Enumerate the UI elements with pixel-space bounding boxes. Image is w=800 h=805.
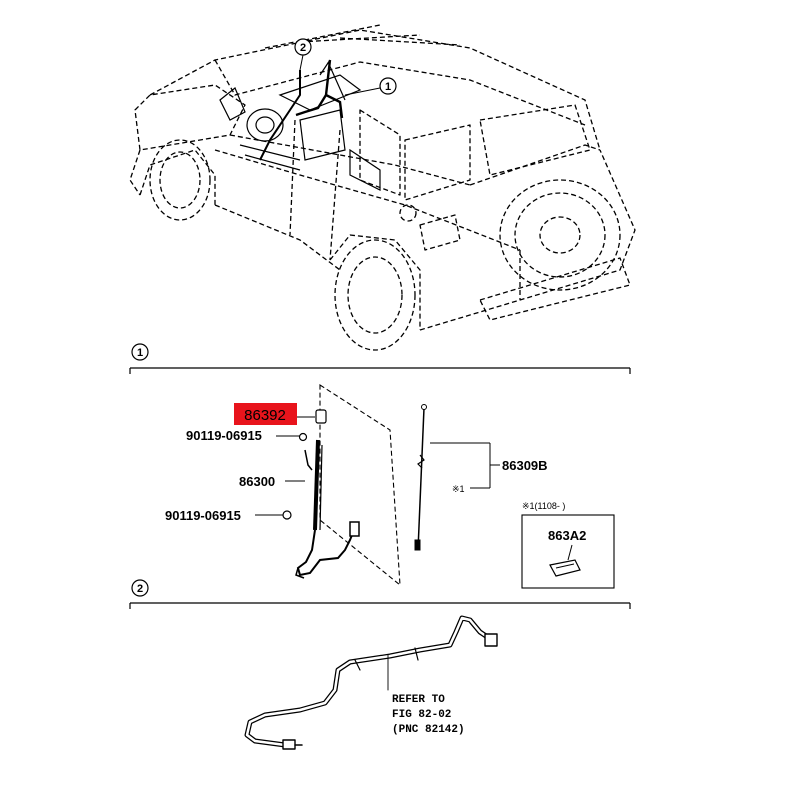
section-2-header: 2 — [129, 579, 631, 609]
svg-text:90119-06915: 90119-06915 — [186, 428, 262, 443]
vehicle-harness-2 — [259, 70, 301, 161]
inset-note: ※1(1108- ) — [522, 501, 565, 511]
svg-text:(PNC 82142): (PNC 82142) — [392, 724, 465, 736]
svg-text:1: 1 — [137, 347, 143, 359]
refer-to-note: REFER TO FIG 82-02 (PNC 82142) — [392, 694, 465, 736]
label-86392-highlighted[interactable]: 86392 — [234, 403, 315, 425]
antenna-rod-bracket — [430, 442, 500, 489]
label-antenna-rod[interactable]: 86309B — [502, 458, 548, 473]
callout-1-top: 1 — [344, 77, 397, 96]
antenna-extension-cable — [244, 615, 498, 750]
svg-text:86300: 86300 — [239, 474, 275, 489]
note-marker: ※1 — [452, 484, 465, 494]
inset-box: ※1(1108- ) 863A2 — [521, 501, 615, 589]
antenna-rod-part — [414, 404, 427, 551]
antenna-base-part — [295, 439, 360, 579]
svg-text:REFER TO: REFER TO — [392, 694, 445, 706]
label-bolt-lower[interactable]: 90119-06915 — [165, 508, 283, 523]
svg-text:FIG 82-02: FIG 82-02 — [392, 709, 451, 721]
section-1-header: 1 — [129, 343, 631, 374]
callout-2-top: 2 — [294, 38, 312, 71]
vehicle-illustration — [129, 24, 636, 351]
vehicle-interior — [219, 59, 381, 191]
label-inset-part[interactable]: 863A2 — [548, 528, 586, 543]
assembly-dashed-outline — [319, 383, 401, 587]
bolt-upper-part — [298, 432, 308, 442]
bolt-lower-part — [282, 510, 292, 520]
label-bolt-upper[interactable]: 90119-06915 — [186, 428, 300, 443]
svg-text:2: 2 — [137, 583, 143, 595]
svg-text:90119-06915: 90119-06915 — [165, 508, 241, 523]
svg-text:1: 1 — [385, 81, 391, 93]
vehicle-antenna-harness — [295, 59, 344, 119]
part-86392-label: 86392 — [244, 407, 286, 424]
label-antenna-base[interactable]: 86300 — [239, 474, 305, 489]
cap-part — [315, 409, 327, 424]
svg-text:2: 2 — [300, 42, 306, 54]
highlight-box — [234, 403, 297, 425]
